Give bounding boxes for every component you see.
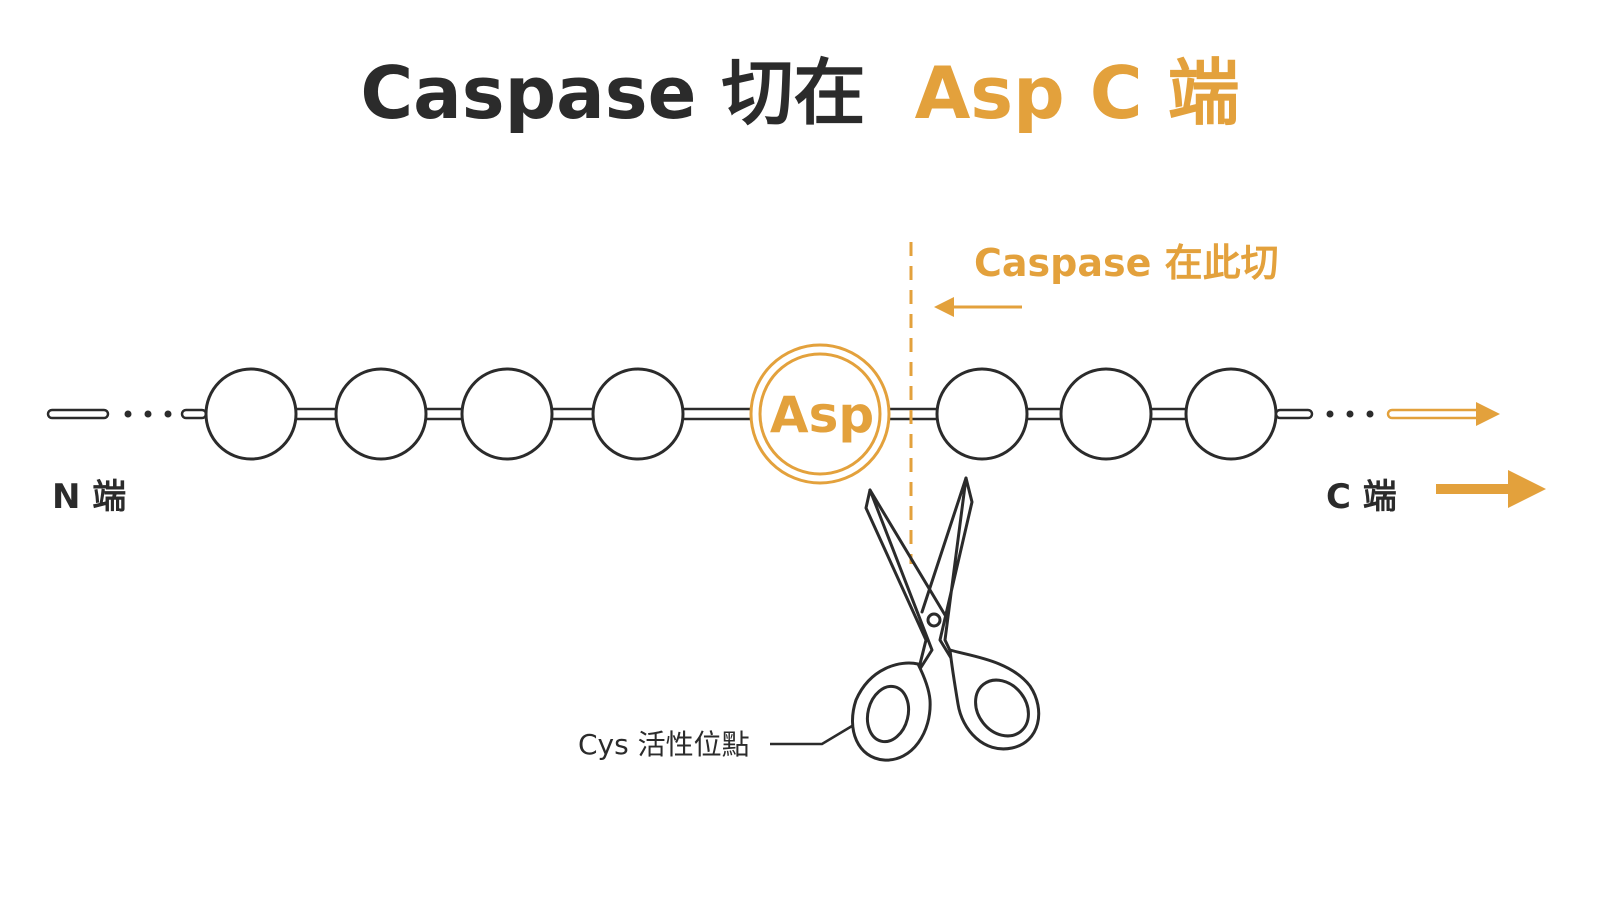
asp-label: Asp xyxy=(770,386,874,444)
chain-direction-arrow-icon xyxy=(1476,402,1500,426)
residues-n-side xyxy=(204,367,685,461)
residue xyxy=(1059,367,1153,461)
cleavage-label: Caspase 在此切 xyxy=(974,241,1279,285)
residue xyxy=(204,367,298,461)
residues-c-side xyxy=(935,367,1278,461)
chain-left-terminus xyxy=(46,408,208,420)
title-main: Caspase 切在 xyxy=(360,51,865,135)
title-highlight: Asp C 端 xyxy=(915,51,1240,135)
chain-right-terminus xyxy=(1274,402,1500,426)
residue xyxy=(460,367,554,461)
residue xyxy=(334,367,428,461)
page-title: Caspase 切在 Asp C 端 xyxy=(360,51,1239,135)
scissors-icon xyxy=(851,476,1041,762)
residue xyxy=(591,367,685,461)
c-terminus-label: C 端 xyxy=(1326,477,1397,517)
residue xyxy=(1184,367,1278,461)
n-terminus-label: N 端 xyxy=(52,477,126,517)
cleavage-pointer-arrow-icon xyxy=(934,297,1022,317)
active-site-leader-line xyxy=(770,724,853,746)
c-direction-arrow-icon xyxy=(1436,470,1546,508)
active-site-label: Cys 活性位點 xyxy=(578,728,750,761)
residue xyxy=(935,367,1029,461)
asp-residue: Asp xyxy=(749,343,891,485)
peptide-bonds xyxy=(296,407,1186,421)
